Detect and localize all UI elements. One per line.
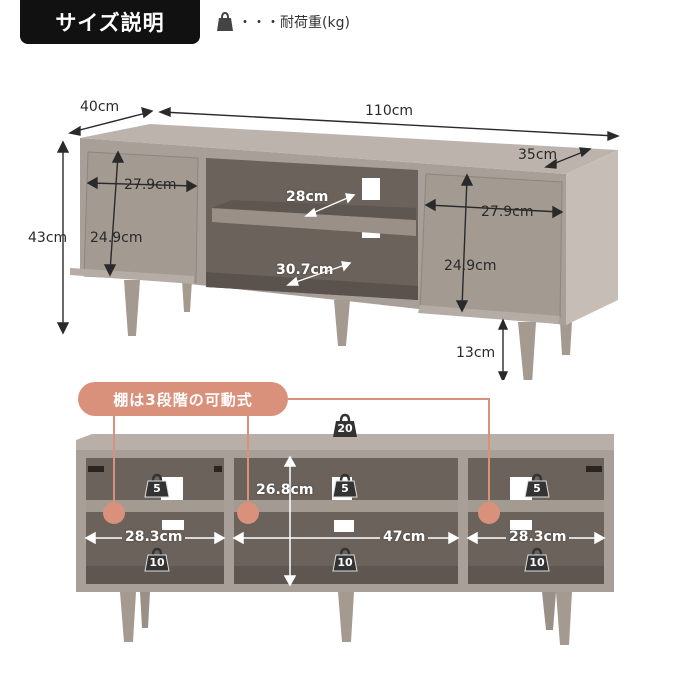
left-width-label: 28.3cm: [122, 530, 186, 544]
center-width-label: 47cm: [380, 530, 429, 544]
weight-icon-bottom-left: 10: [144, 546, 170, 572]
weight-icon-bottom-center: 10: [332, 546, 358, 572]
depth-total-label: 40cm: [80, 99, 120, 115]
left-door-width-label: 27.9cm: [124, 177, 177, 193]
right-door-height-label: 24.9cm: [444, 258, 497, 274]
shelf-marker-left: [103, 502, 125, 524]
depth-inner-label: 35cm: [518, 147, 558, 163]
adjustable-shelf-note: 棚は3段階の可動式: [78, 382, 288, 416]
shelf-marker-center: [237, 502, 259, 524]
shelf-depth-upper-label: 28cm: [286, 189, 329, 205]
shelf-marker-right: [478, 502, 500, 524]
weight-icon-shelf-right: 5: [524, 472, 550, 498]
right-door-width-label: 27.9cm: [481, 204, 534, 220]
weight-icon-shelf-left: 5: [144, 472, 170, 498]
inner-height-label: 26.8cm: [256, 482, 314, 498]
legend: ・・・耐荷重(kg): [216, 10, 350, 34]
right-width-label: 28.3cm: [506, 530, 570, 544]
shelf-depth-lower-label: 30.7cm: [276, 262, 334, 278]
weight-icon-top: 20: [332, 412, 358, 438]
left-door-height-label: 24.9cm: [90, 230, 143, 246]
height-total-label: 43cm: [28, 230, 68, 246]
tv-stand-perspective-illustration: [56, 106, 620, 380]
legend-text: ・・・耐荷重(kg): [238, 15, 350, 31]
weight-icon-shelf-center: 5: [332, 472, 358, 498]
weight-icon-bottom-right: 10: [524, 546, 550, 572]
weight-icon: [216, 11, 234, 32]
width-total-label: 110cm: [365, 103, 414, 119]
page-title: サイズ説明: [20, 0, 200, 44]
leg-height-label: 13cm: [456, 345, 496, 361]
